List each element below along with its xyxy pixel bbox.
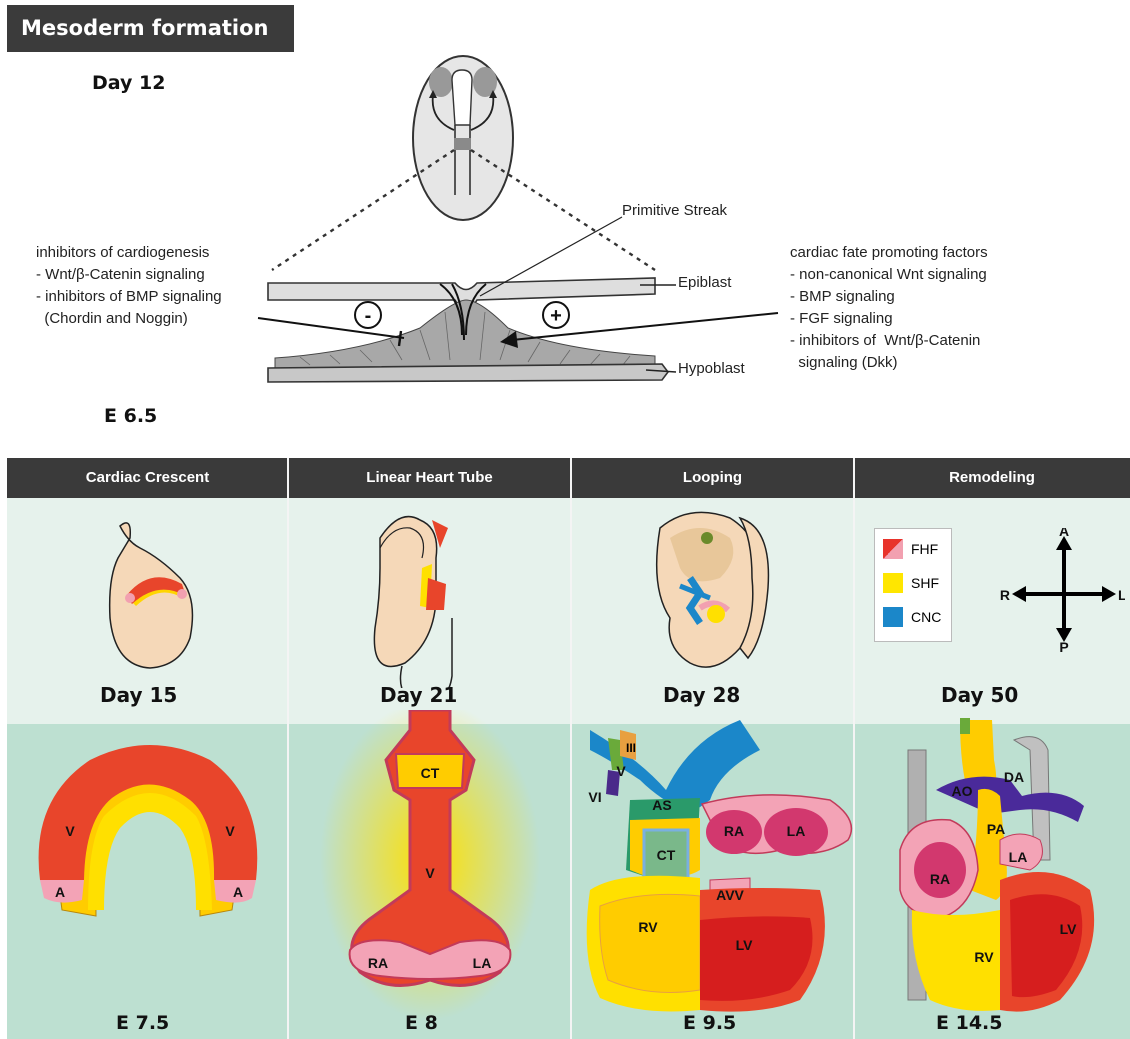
panel-header: Looping (571, 458, 854, 498)
compass-r: R (1000, 587, 1010, 603)
shf-swatch (883, 573, 903, 593)
day-label: Day 21 (380, 683, 457, 707)
epiblast-label: Epiblast (678, 274, 731, 291)
loop-lv: LV (736, 937, 754, 953)
loop-iii: III (626, 741, 636, 755)
looping-heart-drawing: III V VI AS CT RA LA AVV RV LV (587, 720, 852, 1012)
loop-avv: AVV (716, 887, 744, 903)
embryo-day15 (110, 523, 193, 668)
day-label: Day 50 (941, 683, 1018, 707)
compass: A P R L (1000, 528, 1125, 653)
remodel-pa: PA (987, 821, 1005, 837)
loop-rv: RV (638, 919, 658, 935)
heart-illustrations: V V A A CT V RA LA III V VI AS CT (0, 710, 1130, 1020)
legend-cnc: CNC (911, 609, 941, 625)
remodel-ra: RA (930, 871, 950, 887)
tube-v: V (425, 865, 435, 881)
loop-la: LA (787, 823, 806, 839)
legend-box: FHF SHF CNC (874, 528, 952, 642)
crescent-a-left: A (55, 884, 65, 900)
cardiac-crescent-drawing: V V A A (39, 745, 258, 916)
remodeled-heart-drawing: AO DA PA LA RA RV LV (900, 718, 1094, 1012)
crescent-v-left: V (65, 823, 75, 839)
legend-shf: SHF (911, 575, 939, 591)
loop-iv: V (616, 763, 626, 779)
minus-sign: - (365, 305, 372, 327)
tube-ra: RA (368, 955, 388, 971)
linear-heart-tube-drawing: CT V RA LA (320, 710, 540, 1020)
promoters-text: cardiac fate promoting factors - non-can… (790, 242, 988, 374)
loop-as: AS (652, 797, 671, 813)
cnc-swatch (883, 607, 903, 627)
day-label: Day 28 (663, 683, 740, 707)
plus-sign: + (550, 305, 562, 327)
tube-la: LA (473, 955, 492, 971)
loop-vi: VI (588, 789, 601, 805)
hypoblast-label: Hypoblast (678, 360, 745, 377)
remodel-rv: RV (974, 949, 994, 965)
stage-label: E 8 (405, 1012, 438, 1034)
loop-ct: CT (657, 847, 676, 863)
panel-header: Cardiac Crescent (7, 458, 288, 498)
primitive-streak-label: Primitive Streak (622, 200, 727, 222)
embryo-disc (413, 56, 513, 220)
panel-header: Remodeling (854, 458, 1130, 498)
inhibitors-text: inhibitors of cardiogenesis - Wnt/β-Cate… (36, 242, 222, 330)
crescent-a-right: A (233, 884, 243, 900)
panel-header: Linear Heart Tube (288, 458, 571, 498)
stage-label: E 7.5 (116, 1012, 169, 1034)
loop-ra: RA (724, 823, 744, 839)
embryo-sketches (0, 498, 1130, 688)
fhf-swatch (883, 539, 903, 559)
embryo-day28 (657, 512, 769, 667)
remodel-lv: LV (1060, 921, 1078, 937)
compass-a: A (1059, 528, 1069, 539)
remodel-ao: AO (952, 783, 973, 799)
compass-l: L (1118, 587, 1125, 603)
stage-e65-label: E 6.5 (104, 405, 157, 427)
embryo-day21 (374, 517, 452, 688)
stage-label: E 9.5 (683, 1012, 736, 1034)
remodel-la: LA (1009, 849, 1028, 865)
crescent-v-right: V (225, 823, 235, 839)
day-label: Day 15 (100, 683, 177, 707)
legend-fhf: FHF (911, 541, 938, 557)
tube-ct: CT (421, 765, 440, 781)
compass-p: P (1059, 639, 1068, 653)
stage-label: E 14.5 (936, 1012, 1002, 1034)
remodel-da: DA (1004, 769, 1024, 785)
